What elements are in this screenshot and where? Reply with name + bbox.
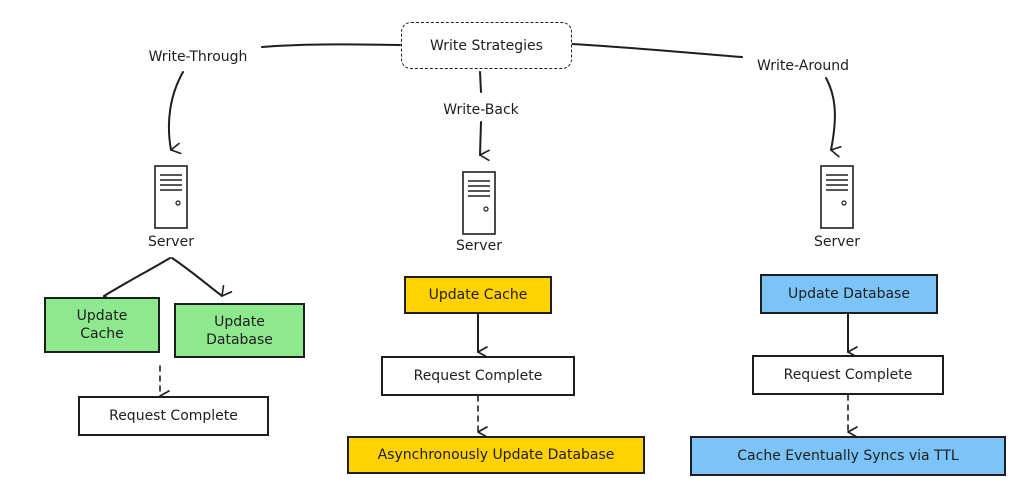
- write-back-update-cache-box: Update Cache: [404, 276, 552, 314]
- write-back-request-complete-box: Request Complete: [381, 356, 575, 396]
- write-through-request-complete-box: Request Complete: [78, 396, 269, 436]
- server-label-write-around: Server: [814, 234, 860, 250]
- write-around-update-database-box: Update Database: [760, 274, 938, 314]
- server-icon: [462, 171, 496, 235]
- root-to-write-back-line: [479, 71, 482, 93]
- server-label-write-back: Server: [456, 238, 502, 254]
- write-around-cache-syncs-box: Cache Eventually Syncs via TTL: [690, 436, 1006, 476]
- server-to-update-cache-arrow: [103, 257, 171, 308]
- write-through-label: Write-Through: [148, 49, 248, 65]
- write-around-arrow: [825, 77, 842, 158]
- root-to-write-through-line: [261, 43, 401, 48]
- write-strategies-root: Write Strategies: [401, 22, 572, 69]
- server-icon: [154, 165, 188, 229]
- write-back-async-update-database-box: Asynchronously Update Database: [347, 436, 645, 474]
- write-through-arrow: [167, 71, 184, 155]
- server-to-update-database-arrow: [171, 257, 233, 297]
- server-icon: [820, 165, 854, 229]
- write-back-label: Write-Back: [443, 102, 519, 118]
- server-label-write-through: Server: [148, 234, 194, 250]
- root-label: Write Strategies: [430, 37, 543, 54]
- write-through-update-cache-box: Update Cache: [44, 297, 160, 353]
- write-around-label: Write-Around: [757, 58, 849, 74]
- write-back-arrow: [479, 121, 490, 162]
- write-through-update-database-box: Update Database: [174, 303, 305, 358]
- root-to-write-around-line: [571, 43, 743, 58]
- write-around-request-complete-box: Request Complete: [752, 355, 944, 395]
